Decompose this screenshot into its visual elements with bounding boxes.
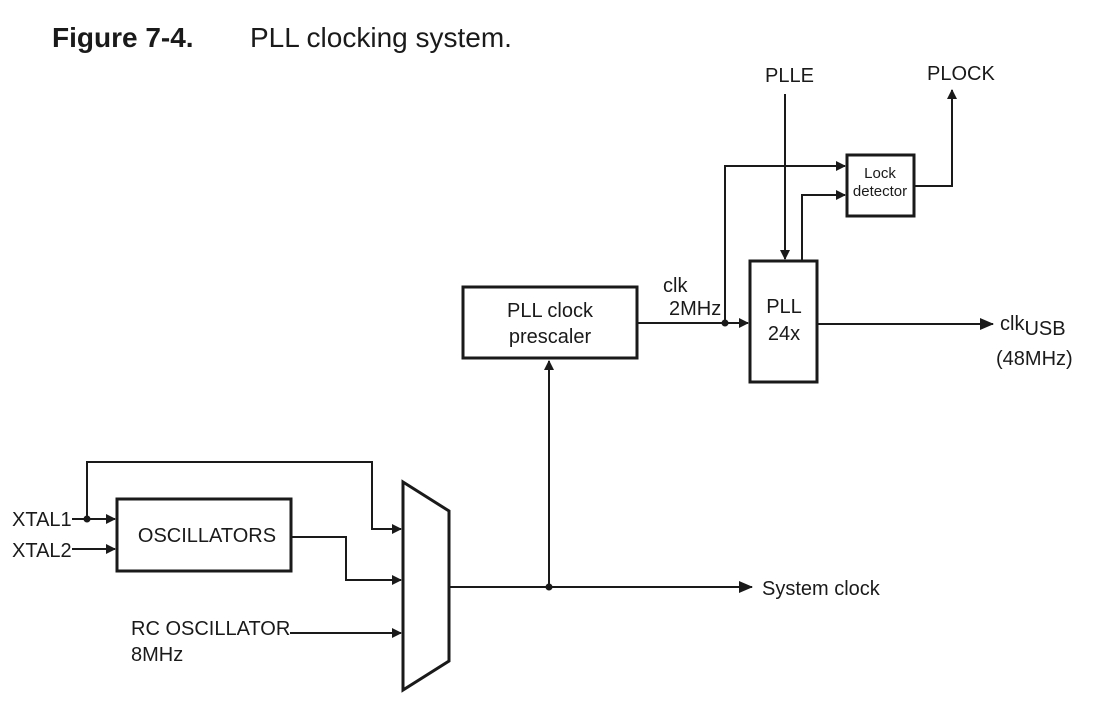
plock-wire [914, 89, 957, 187]
oscillators-block [115, 497, 293, 573]
xtal2-label: XTAL2 [12, 540, 72, 562]
oscillators-to-mux-wire [291, 536, 402, 585]
xtal1-bypass-wire [86, 461, 402, 534]
rc-oscillator-label-1: RC OSCILLATOR [131, 618, 290, 640]
pll-label-2: 24x [768, 323, 800, 345]
oscillators-label: OSCILLATORS [138, 525, 276, 547]
figure-title: PLL clocking system. [250, 22, 512, 53]
lock-detector-label-1: Lock [864, 165, 896, 182]
prescaler-block [461, 285, 639, 360]
clk-frequency-label: 2MHz [669, 298, 721, 320]
prescaler-label-2: prescaler [509, 326, 592, 348]
plle-label: PLLE [765, 65, 814, 87]
lock-detector-block [845, 153, 916, 218]
clkusb-frequency-label: (48MHz) [996, 348, 1073, 370]
prescaler-label-1: PLL clock [507, 300, 594, 322]
rc-oscillator-label-2: 8MHz [131, 644, 183, 666]
figure-number: Figure 7-4. [52, 22, 194, 53]
clk-to-lock-detector-wire [724, 161, 846, 323]
clk-label: clk [663, 275, 688, 297]
plock-label: PLOCK [927, 63, 995, 85]
clkusb-subscript: USB [1024, 318, 1065, 340]
xtal1-label: XTAL1 [12, 509, 72, 531]
clkusb-main: clk [1000, 313, 1025, 335]
pll-to-lock-detector-wire [801, 190, 846, 261]
system-clock-label: System clock [762, 578, 881, 600]
clock-multiplexer [401, 479, 451, 693]
lock-detector-label-2: detector [853, 183, 907, 200]
clkusb-label: clkUSB [1000, 313, 1066, 340]
pll-label-1: PLL [766, 296, 802, 318]
pll-block [748, 259, 819, 384]
